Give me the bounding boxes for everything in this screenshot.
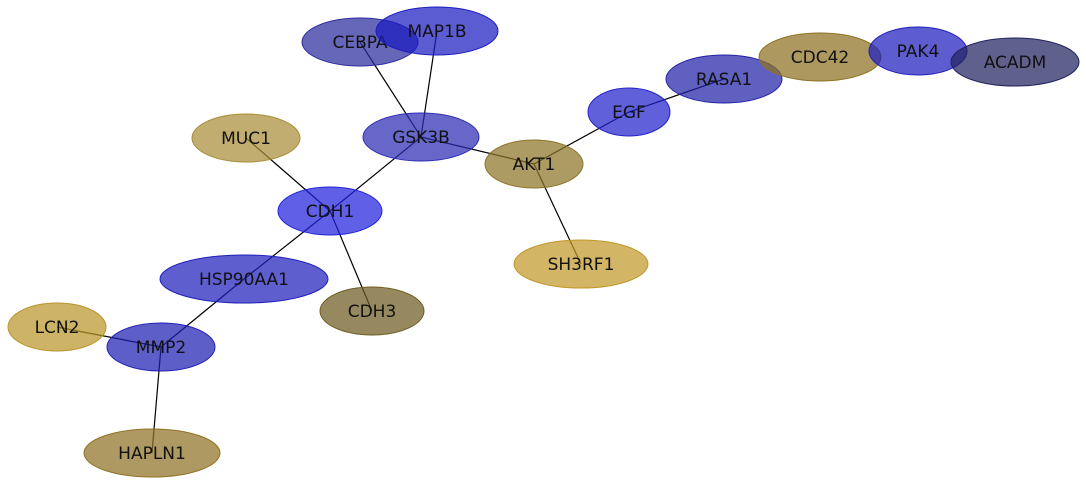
- node-egf[interactable]: EGF: [587, 87, 671, 137]
- node-mmp2[interactable]: MMP2: [106, 322, 216, 372]
- node-label-hsp90aa1: HSP90AA1: [199, 270, 289, 290]
- node-cdh1[interactable]: CDH1: [277, 186, 383, 236]
- node-label-lcn2: LCN2: [35, 318, 80, 338]
- node-sh3rf1[interactable]: SH3RF1: [513, 239, 649, 289]
- node-acadm[interactable]: ACADM: [950, 37, 1080, 87]
- node-ellipse-sh3rf1: [513, 239, 649, 289]
- node-ellipse-rasa1: [665, 54, 783, 104]
- node-label-map1b: MAP1B: [407, 22, 466, 42]
- node-label-egf: EGF: [612, 103, 646, 123]
- node-ellipse-mmp2: [106, 322, 216, 372]
- node-muc1[interactable]: MUC1: [191, 113, 301, 163]
- node-ellipse-lcn2: [7, 302, 107, 352]
- node-akt1[interactable]: AKT1: [484, 139, 584, 189]
- node-label-akt1: AKT1: [513, 155, 556, 175]
- node-hsp90aa1[interactable]: HSP90AA1: [159, 254, 329, 304]
- node-cdc42[interactable]: CDC42: [758, 32, 882, 82]
- node-cdh3[interactable]: CDH3: [319, 286, 425, 336]
- node-label-cdc42: CDC42: [791, 48, 849, 68]
- node-ellipse-hsp90aa1: [159, 254, 329, 304]
- node-label-pak4: PAK4: [897, 42, 940, 62]
- node-label-muc1: MUC1: [221, 129, 271, 149]
- node-ellipse-cdh1: [277, 186, 383, 236]
- node-label-sh3rf1: SH3RF1: [548, 255, 615, 275]
- node-ellipse-muc1: [191, 113, 301, 163]
- node-label-cdh3: CDH3: [348, 302, 397, 322]
- node-label-hapln1: HAPLN1: [118, 444, 186, 464]
- node-ellipse-map1b: [375, 6, 499, 56]
- node-ellipse-egf: [587, 87, 671, 137]
- node-ellipse-acadm: [950, 37, 1080, 87]
- node-label-mmp2: MMP2: [136, 338, 186, 358]
- node-ellipse-akt1: [484, 139, 584, 189]
- node-label-cebpa: CEBPA: [332, 33, 387, 53]
- node-label-gsk3b: GSK3B: [392, 128, 450, 148]
- node-rasa1[interactable]: RASA1: [665, 54, 783, 104]
- node-lcn2[interactable]: LCN2: [7, 302, 107, 352]
- node-map1b[interactable]: MAP1B: [375, 6, 499, 56]
- node-label-cdh1: CDH1: [306, 202, 355, 222]
- node-ellipse-gsk3b: [362, 112, 480, 162]
- node-label-rasa1: RASA1: [696, 70, 752, 90]
- node-pak4[interactable]: PAK4: [868, 26, 968, 76]
- node-hapln1[interactable]: HAPLN1: [83, 428, 221, 478]
- node-label-acadm: ACADM: [984, 53, 1047, 73]
- node-gsk3b[interactable]: GSK3B: [362, 112, 480, 162]
- node-ellipse-hapln1: [83, 428, 221, 478]
- node-ellipse-cdh3: [319, 286, 425, 336]
